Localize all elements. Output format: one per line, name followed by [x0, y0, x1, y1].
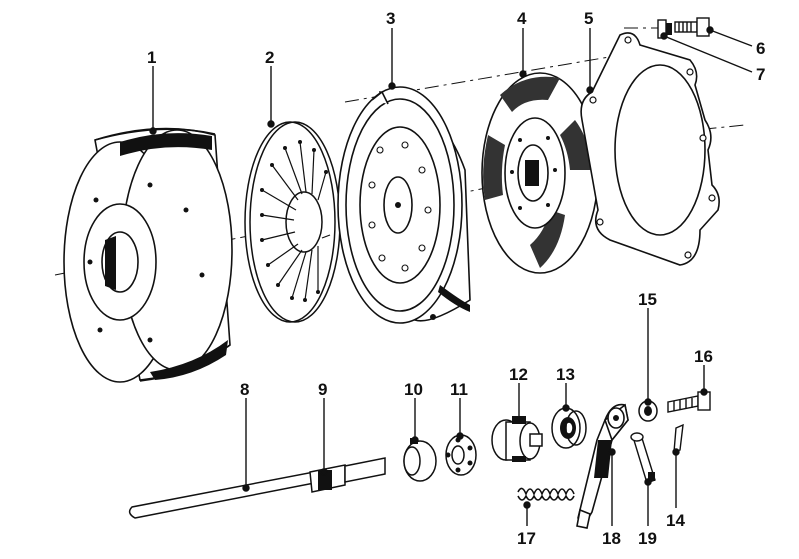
callout-19: 19	[638, 529, 657, 548]
bushing	[445, 434, 477, 476]
callout-11: 11	[450, 380, 468, 399]
callout-labels: 1 2 3 4 5 6 7 8 9 10 11 12 13 14 15 16 1…	[147, 9, 765, 548]
nut	[638, 400, 658, 422]
clutch-disc	[481, 72, 599, 274]
clevis-pin	[630, 432, 656, 484]
housing-plate	[580, 32, 720, 266]
release-fork	[576, 403, 629, 529]
callout-13: 13	[556, 365, 575, 384]
cotter-pin	[673, 423, 684, 453]
callout-16: 16	[694, 347, 713, 366]
callout-12: 12	[509, 365, 528, 384]
callout-2: 2	[265, 48, 274, 67]
callout-15: 15	[638, 290, 657, 309]
callout-4: 4	[517, 9, 527, 28]
callout-9: 9	[318, 380, 327, 399]
callout-3: 3	[386, 9, 395, 28]
input-shaft	[128, 457, 386, 519]
callout-10: 10	[404, 380, 423, 399]
diaphragm-spring	[244, 121, 341, 323]
release-bearing	[491, 416, 543, 462]
pilot-bearing	[551, 407, 587, 449]
callout-17: 17	[517, 529, 536, 548]
pressure-plate	[337, 86, 471, 324]
callout-18: 18	[602, 529, 621, 548]
return-spring	[517, 487, 575, 501]
callout-7: 7	[756, 65, 765, 84]
callout-8: 8	[240, 380, 249, 399]
hex-bolt	[674, 17, 710, 37]
callout-1: 1	[147, 48, 156, 67]
leader-lines	[149, 26, 753, 526]
callout-6: 6	[756, 39, 765, 58]
seal-ring	[403, 438, 437, 482]
callout-5: 5	[584, 9, 593, 28]
callout-14: 14	[666, 511, 685, 530]
flywheel	[63, 127, 233, 383]
